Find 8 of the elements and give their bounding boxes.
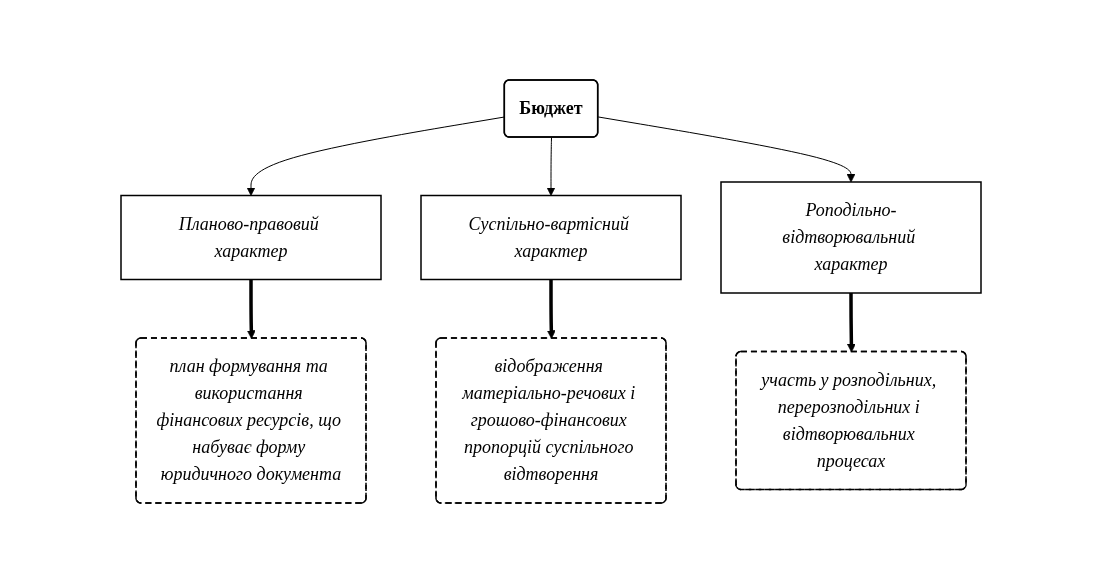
arrow <box>546 279 556 339</box>
node-box: Суспільно-вартісний характер <box>419 194 682 280</box>
node-box: Роподільно-відтворювальний характер <box>719 180 982 294</box>
arrow <box>546 136 555 196</box>
arrow <box>597 115 855 182</box>
arrow <box>246 279 256 339</box>
node-box: Планово-правовий характер <box>119 194 382 280</box>
arrow <box>846 292 856 352</box>
